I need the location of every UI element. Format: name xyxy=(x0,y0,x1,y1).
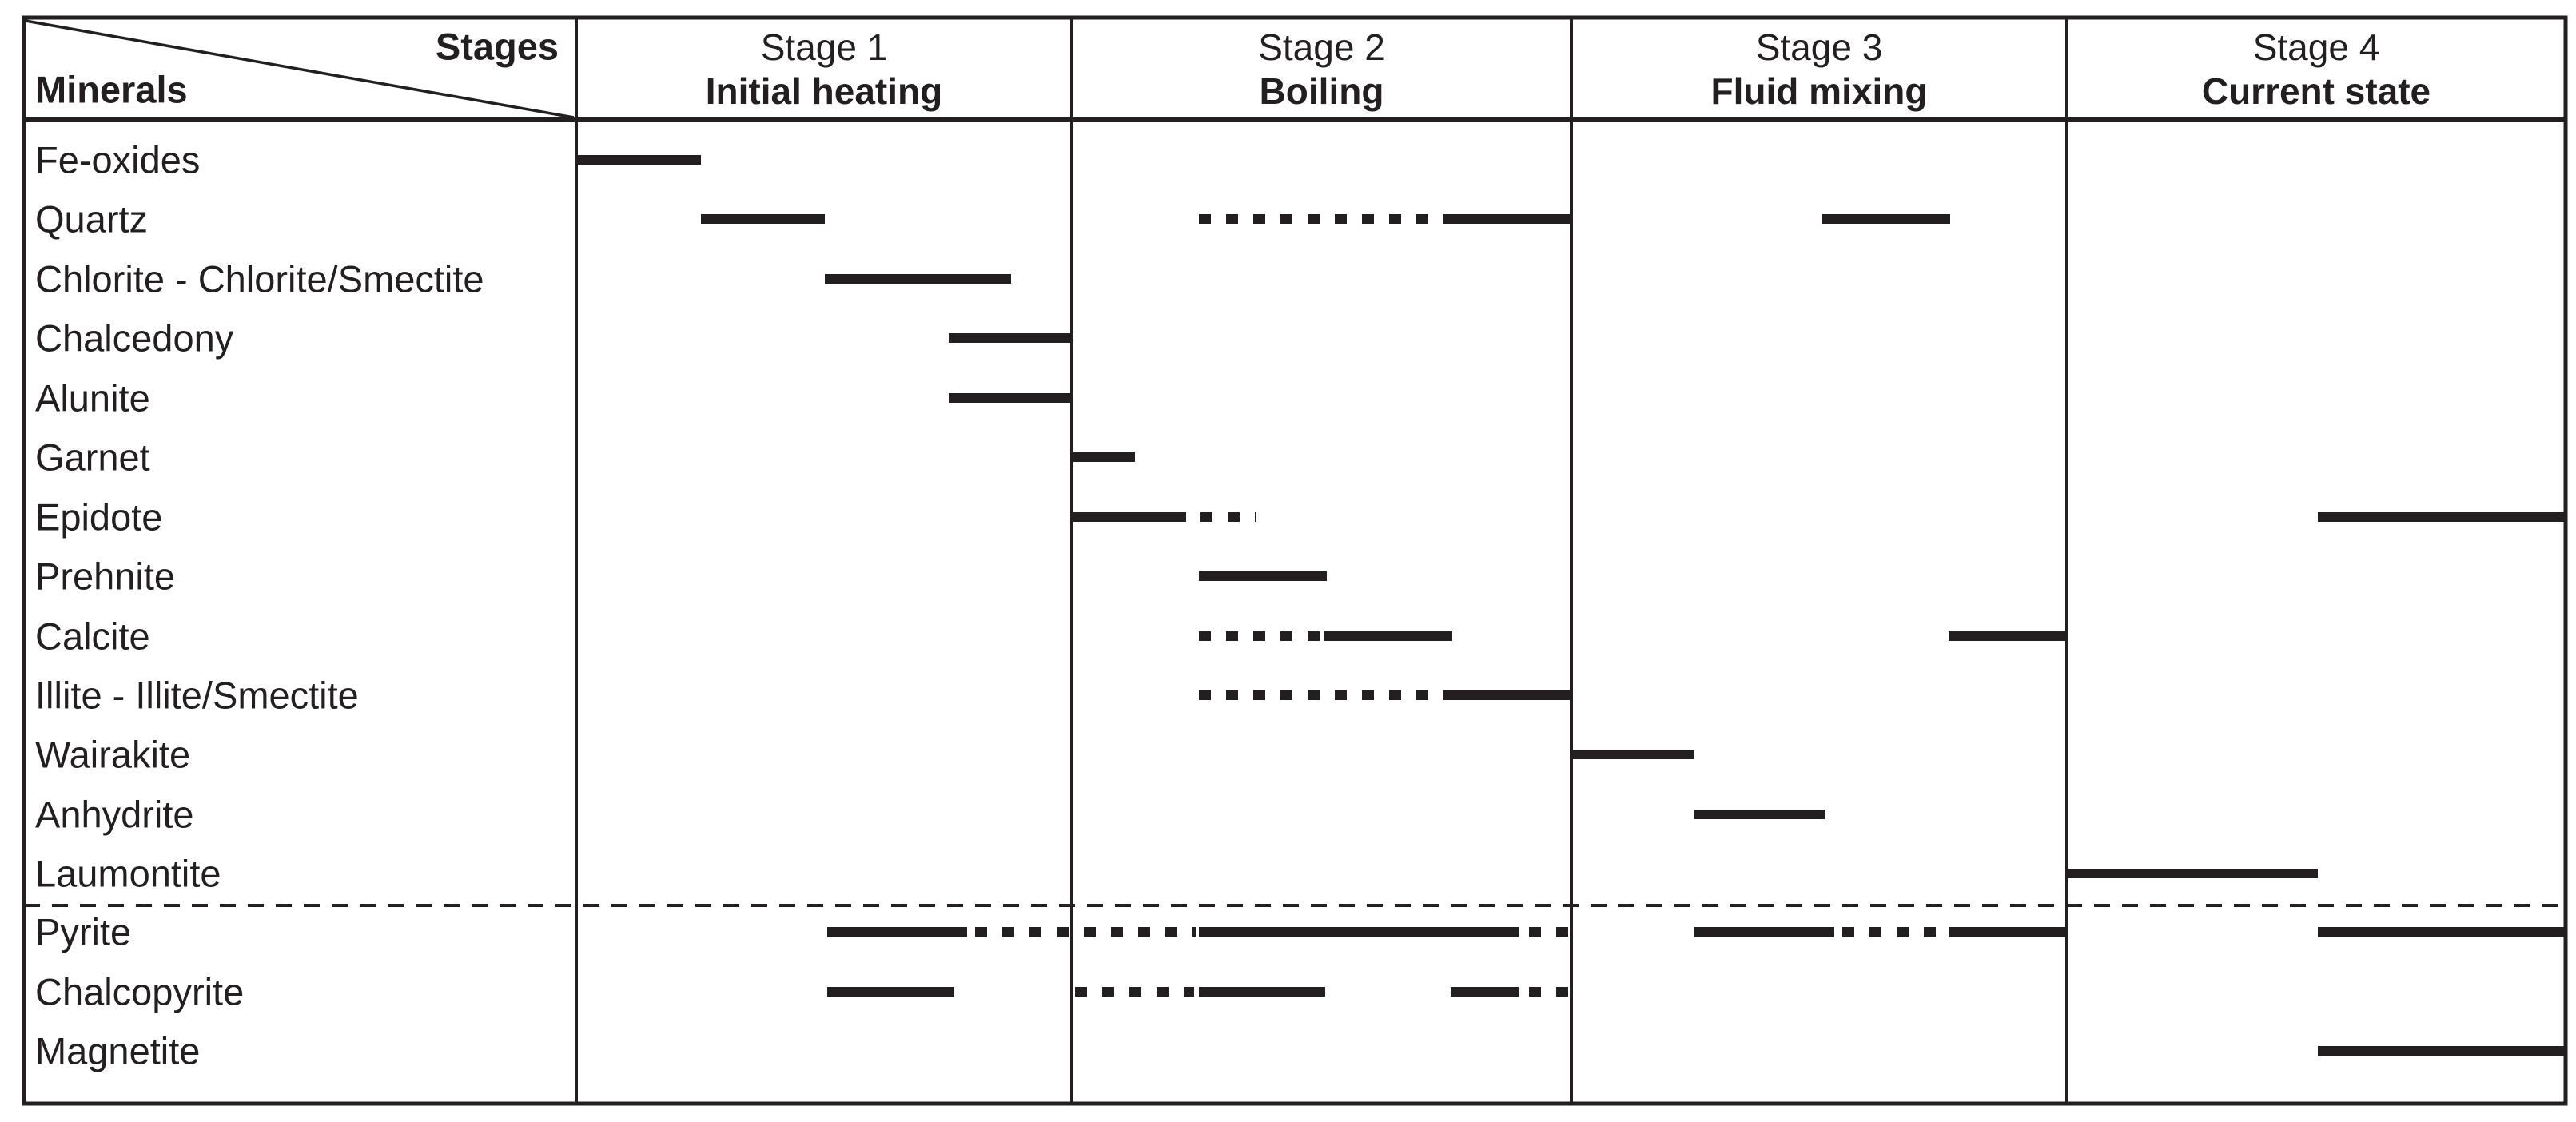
mineral-label-prehnite: Prehnite xyxy=(35,555,176,598)
stage-name-1: Stage 1 xyxy=(760,26,888,68)
mineral-label-chalcedony: Chalcedony xyxy=(35,316,234,360)
mineral-label-epidote: Epidote xyxy=(35,495,163,539)
mineral-label-laumontite: Laumontite xyxy=(35,852,221,895)
mineral-label-chlorite-chlorite-smectite: Chlorite - Chlorite/Smectite xyxy=(35,257,484,300)
stage-subtitle-1: Initial heating xyxy=(705,70,943,112)
mineral-label-illite-illite-smectite: Illite - Illite/Smectite xyxy=(35,674,359,717)
mineral-label-anhydrite: Anhydrite xyxy=(35,793,194,836)
minerals-corner-label: Minerals xyxy=(35,68,188,111)
mineral-label-magnetite: Magnetite xyxy=(35,1029,201,1072)
mineral-label-wairakite: Wairakite xyxy=(35,733,191,776)
stage-name-4: Stage 4 xyxy=(2252,26,2380,68)
stages-corner-label: Stages xyxy=(435,25,559,68)
stage-name-3: Stage 3 xyxy=(1755,26,1883,68)
stage-subtitle-3: Fluid mixing xyxy=(1710,70,1928,112)
mineral-label-alunite: Alunite xyxy=(35,376,150,420)
corner-diagonal-line xyxy=(25,19,575,119)
mineral-label-fe-oxides: Fe-oxides xyxy=(35,138,201,181)
stage-subtitle-2: Boiling xyxy=(1259,70,1384,112)
mineral-label-calcite: Calcite xyxy=(35,615,150,658)
mineral-label-pyrite: Pyrite xyxy=(35,910,132,953)
stage-subtitle-4: Current state xyxy=(2201,70,2431,112)
table-border xyxy=(22,15,2568,1106)
mineral-label-garnet: Garnet xyxy=(35,436,150,479)
stage-name-2: Stage 2 xyxy=(1258,26,1385,68)
mineral-label-quartz: Quartz xyxy=(35,197,149,241)
mineral-label-chalcopyrite: Chalcopyrite xyxy=(35,970,245,1013)
